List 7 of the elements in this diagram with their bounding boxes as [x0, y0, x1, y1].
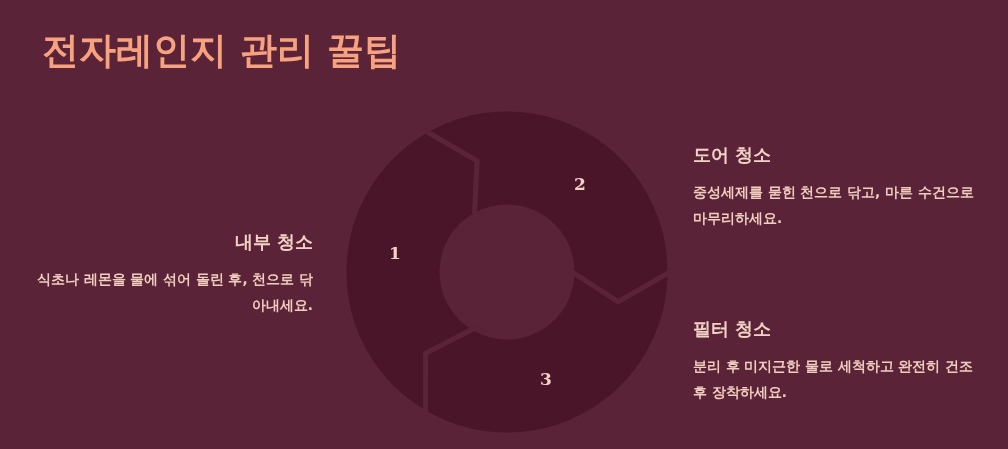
step-heading: 도어 청소: [693, 143, 772, 167]
step-description: 분리 후 미지근한 물로 세척하고 완전히 건조 후 장착하세요.: [693, 357, 975, 402]
step-description: 중성세제를 묻힌 천으로 닦고, 마른 수건으로 마무리하세요.: [693, 183, 975, 228]
step-heading: 내부 청소: [234, 230, 313, 254]
step-description: 식초나 레몬을 물에 섞어 돌린 후, 천으로 닦아내세요.: [35, 270, 313, 315]
step-heading: 필터 청소: [693, 317, 772, 341]
title: 전자레인지 관리 꿀팁: [42, 28, 401, 74]
